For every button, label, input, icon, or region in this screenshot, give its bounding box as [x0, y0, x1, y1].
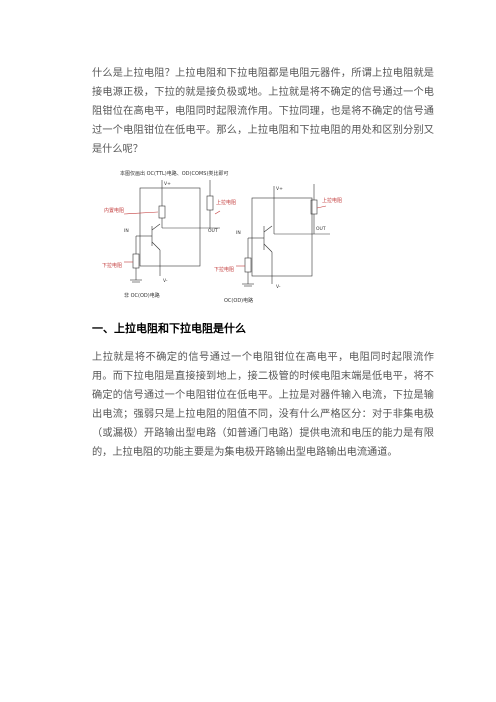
- left-vminus-label: V-: [163, 278, 168, 284]
- left-internal-label: 内置电阻: [104, 207, 124, 214]
- right-in-label: IN: [236, 230, 241, 236]
- left-internal-resistor: [158, 205, 166, 219]
- right-pulldown-resistor: [244, 257, 252, 273]
- right-vplus-label: V+: [276, 186, 283, 192]
- section-heading: 一、上拉电阻和下拉电阻是什么: [92, 322, 246, 335]
- left-pulldown-label: 下拉电阻: [102, 262, 122, 269]
- left-circuit-caption: 非 OC(OD)电路: [124, 292, 160, 299]
- left-circuit: [123, 180, 221, 283]
- pull-resistor-circuit-figure: 本图仅画出 OC(TTL)电路、OD(COMS)类比即可: [100, 166, 430, 311]
- right-pullup-label: 上拉电阻: [322, 197, 342, 204]
- left-out-label: OUT: [208, 228, 218, 234]
- right-circuit: [236, 184, 330, 287]
- left-in-label: IN: [124, 228, 129, 234]
- figure-top-caption: 本图仅画出 OC(TTL)电路、OD(COMS)类比即可: [120, 170, 228, 177]
- right-circuit-caption: OC(OD)电路: [224, 297, 253, 304]
- right-chip-box: [251, 197, 313, 277]
- left-chip-box: [139, 187, 201, 267]
- right-vminus-label: V-: [276, 284, 281, 290]
- circuit-diagram: 本图仅画出 OC(TTL)电路、OD(COMS)类比即可: [102, 170, 342, 304]
- intro-paragraph: 什么是上拉电阻？上拉电阻和下拉电阻都是电阻元器件，所谓上拉电阻就是接电源正极，下…: [92, 68, 434, 155]
- left-pullup-label: 上拉电阻: [216, 199, 236, 206]
- left-pulldown-resistor: [132, 253, 140, 269]
- right-out-label: OUT: [316, 226, 326, 232]
- left-pullup-resistor: [206, 195, 214, 211]
- body-paragraph: 上拉就是将不确定的信号通过一个电阻钳位在高电平，电阻同时起限流作用。而下拉电阻是…: [92, 352, 434, 458]
- left-vplus-label: V+: [164, 181, 171, 187]
- right-pulldown-label: 下拉电阻: [214, 266, 234, 273]
